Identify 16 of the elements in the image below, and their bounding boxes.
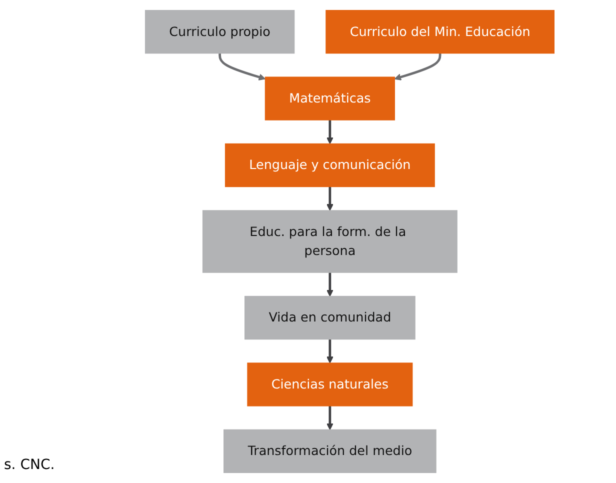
node-box: Lenguaje y comunicación [225,143,436,188]
arrow [218,53,266,80]
node-box: Curriculo propio [145,10,295,54]
node-box: Educ. para la form. de la persona [202,210,458,273]
arrow [394,53,442,80]
arrow [326,272,334,297]
arrow [326,120,334,144]
node-box: Vida en comunidad [244,296,416,340]
note-text: s. CNC. [4,457,55,473]
node-box: Matemáticas [265,76,396,120]
node-box: Ciencias naturales [247,362,413,406]
arrow [326,339,334,364]
node-box: Transformación del medio [224,429,437,474]
arrow [326,186,334,211]
arrow [326,406,334,430]
node-box: Curriculo del Min. Educación [326,10,555,54]
